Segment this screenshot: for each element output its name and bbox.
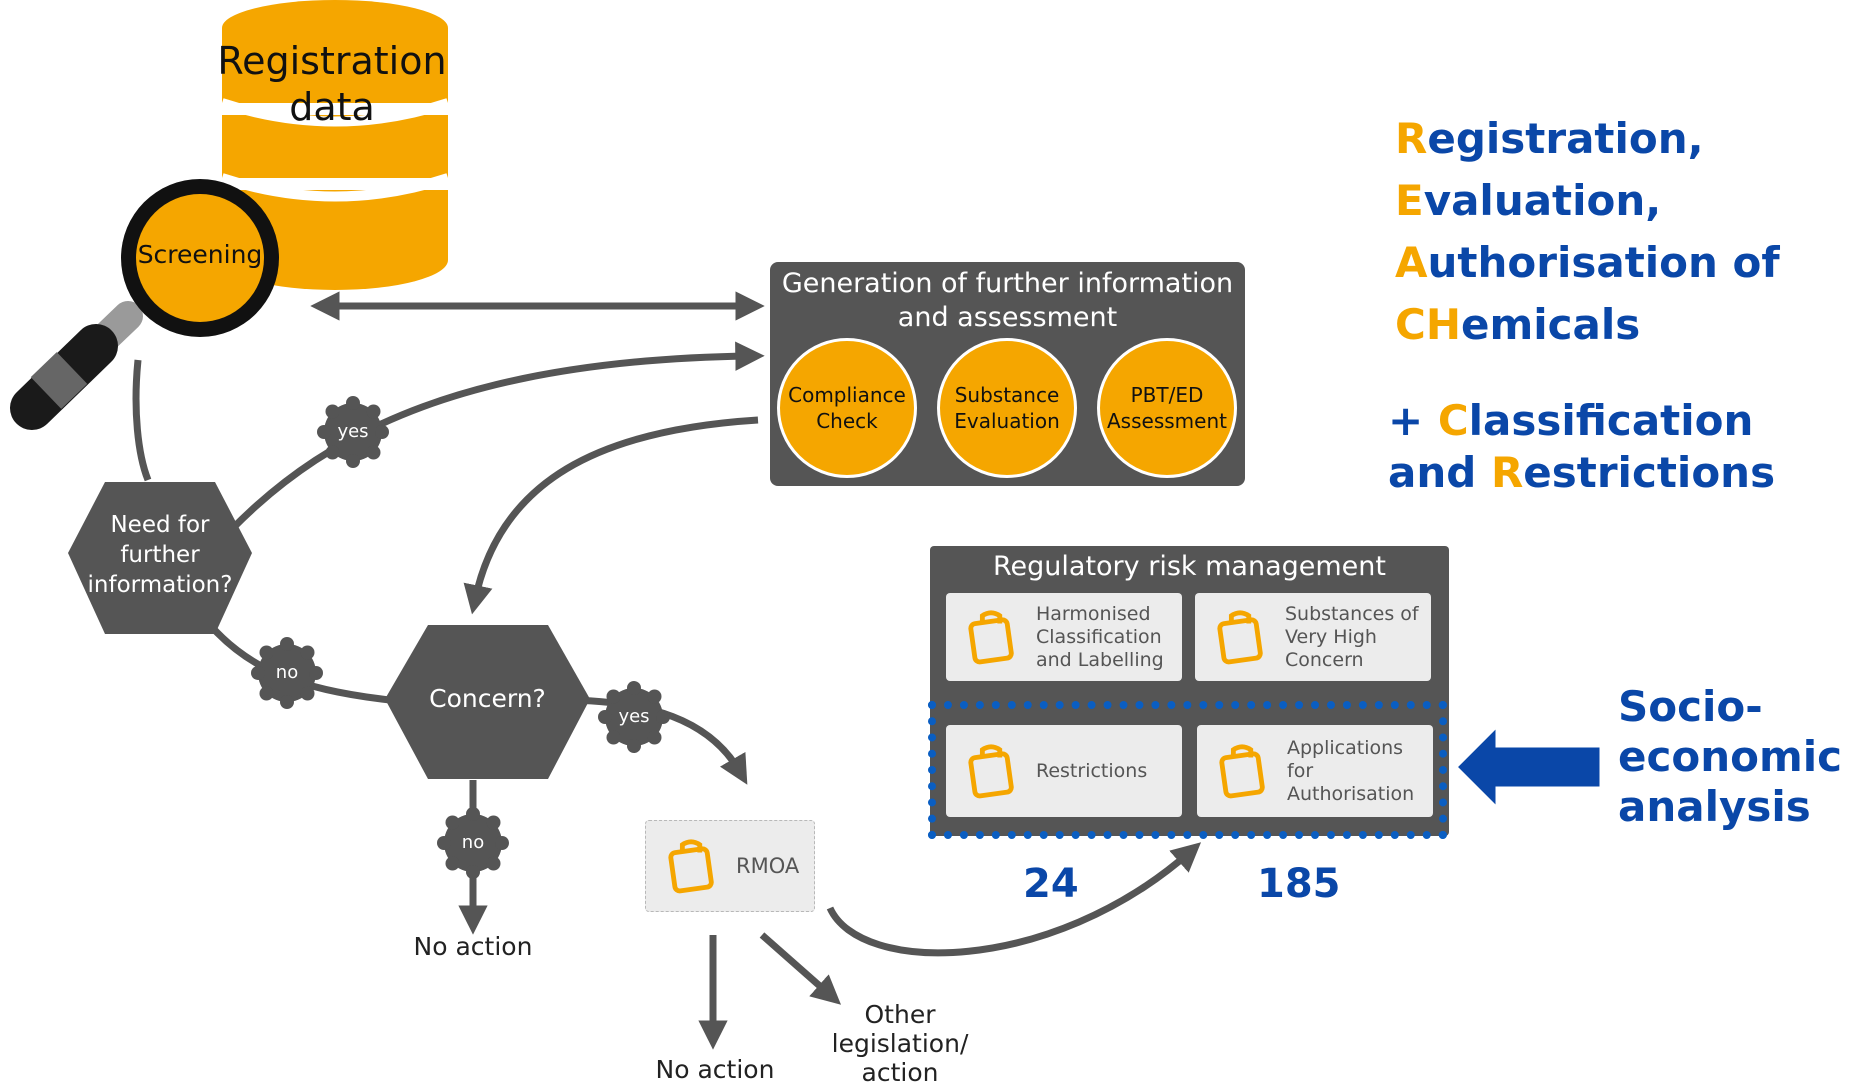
- card-line1: Restrictions: [1036, 759, 1148, 782]
- need-info-label: Need for further information?: [68, 500, 252, 610]
- title-rest: uthorisation of: [1427, 238, 1780, 287]
- title-line-chemicals: CHemicals: [1395, 294, 1780, 356]
- card-line2: Classification: [1036, 625, 1162, 648]
- other-legislation-label: Other legislation/ action: [820, 1000, 980, 1087]
- card-line2: Very High: [1285, 625, 1377, 648]
- authorisation-count: 185: [1257, 861, 1341, 907]
- other-line3: action: [861, 1058, 939, 1087]
- card-text: Restrictions: [1036, 760, 1147, 783]
- card-line2: for: [1287, 759, 1314, 782]
- circle-line2: Assessment: [1107, 409, 1227, 433]
- rmoa-card: RMOA: [645, 820, 815, 912]
- socio-line2: economic: [1618, 732, 1843, 781]
- title-rest: estrictions: [1523, 448, 1776, 497]
- restrictions-card: Restrictions: [946, 725, 1182, 817]
- document-icon: [668, 839, 714, 894]
- concern-hexagon: [385, 625, 590, 779]
- document-icon: [1219, 744, 1265, 799]
- risk-management-title: Regulatory risk management: [993, 551, 1386, 582]
- title-line-registration: Registration,: [1395, 108, 1780, 170]
- card-line3: and Labelling: [1036, 648, 1164, 671]
- title-initial: A: [1395, 238, 1428, 287]
- clp-title: + Classification and Restrictions: [1388, 395, 1775, 499]
- harmonised-classification-card: Harmonised Classification and Labelling: [946, 593, 1182, 681]
- need-info-hexagon: [68, 482, 252, 634]
- screening-label: Screening: [137, 240, 263, 269]
- title-line-classification: + Classification: [1388, 395, 1775, 447]
- title-initial: R: [1490, 448, 1524, 497]
- no-action-label: No action: [413, 932, 533, 961]
- document-icon: [968, 744, 1014, 799]
- title-rest: lassification: [1468, 396, 1754, 445]
- no-badge-label: no: [275, 662, 299, 683]
- need-info-line2: further: [120, 542, 200, 568]
- other-line2: legislation/: [831, 1029, 969, 1058]
- socio-line1: Socio-: [1618, 682, 1763, 731]
- title-initial: R: [1395, 114, 1428, 163]
- card-text: Substances of Very High Concern: [1285, 603, 1419, 672]
- card-line3: Concern: [1285, 648, 1364, 671]
- circle-line1: PBT/ED: [1130, 383, 1204, 407]
- other-line1: Other: [864, 1000, 936, 1029]
- circle-line2: Check: [816, 409, 878, 433]
- title-initial: E: [1395, 176, 1424, 225]
- socio-arrow-icon: [1453, 722, 1603, 812]
- title-prefix: +: [1388, 396, 1438, 445]
- further-info-box: Generation of further information and as…: [770, 262, 1245, 486]
- title-rest: valuation,: [1423, 176, 1662, 225]
- document-icon: [968, 610, 1014, 665]
- rmoa-label: RMOA: [736, 853, 800, 878]
- highlight-dotted-border: [928, 701, 1447, 839]
- database-label: Registration data: [212, 38, 452, 130]
- badge-shapes: [251, 396, 670, 879]
- need-info-line3: information?: [87, 572, 233, 598]
- title-rest: emicals: [1460, 300, 1641, 349]
- title-rest: egistration,: [1427, 114, 1704, 163]
- no-concern-badge-label: no: [461, 832, 485, 853]
- title-prefix: and: [1388, 448, 1491, 497]
- card-text: Harmonised Classification and Labelling: [1036, 603, 1164, 672]
- title-line-evaluation: Evaluation,: [1395, 170, 1780, 232]
- card-line3: Authorisation: [1287, 782, 1415, 805]
- no-action-label-2: No action: [655, 1055, 775, 1084]
- card-line1: Harmonised: [1036, 602, 1151, 625]
- card-line1: Applications: [1287, 736, 1404, 759]
- restrictions-count: 24: [1023, 861, 1079, 907]
- document-icon: [1217, 610, 1263, 665]
- title-initial: CH: [1395, 300, 1461, 349]
- further-info-title-line2: and assessment: [897, 302, 1118, 333]
- svhc-card: Substances of Very High Concern: [1195, 593, 1431, 681]
- circle-line2: Evaluation: [954, 409, 1060, 433]
- further-info-title: Generation of further information and as…: [770, 267, 1245, 335]
- title-line-authorisation: Authorisation of: [1395, 232, 1780, 294]
- title-initial: C: [1437, 396, 1469, 445]
- applications-authorisation-card: Applications for Authorisation: [1197, 725, 1433, 817]
- circle-line1: Substance: [954, 383, 1060, 407]
- further-info-title-line1: Generation of further information: [781, 268, 1234, 299]
- concern-label: Concern?: [429, 684, 546, 713]
- yes-badge-label: yes: [337, 421, 369, 442]
- socio-line3: analysis: [1618, 782, 1811, 831]
- title-line-restrictions: and Restrictions: [1388, 447, 1775, 499]
- circle-line1: Compliance: [788, 383, 906, 407]
- database-label-line1: Registration: [217, 39, 447, 83]
- reach-title: Registration, Evaluation, Authorisation …: [1395, 108, 1780, 356]
- card-text: Applications for Authorisation: [1287, 737, 1414, 806]
- card-line1: Substances of: [1285, 602, 1419, 625]
- need-info-line1: Need for: [110, 512, 210, 538]
- magnifier-icon: [10, 179, 279, 430]
- database-label-line2: data: [289, 85, 375, 129]
- socio-economic-label: Socio- economic analysis: [1618, 682, 1842, 832]
- yes-concern-badge-label: yes: [618, 706, 650, 727]
